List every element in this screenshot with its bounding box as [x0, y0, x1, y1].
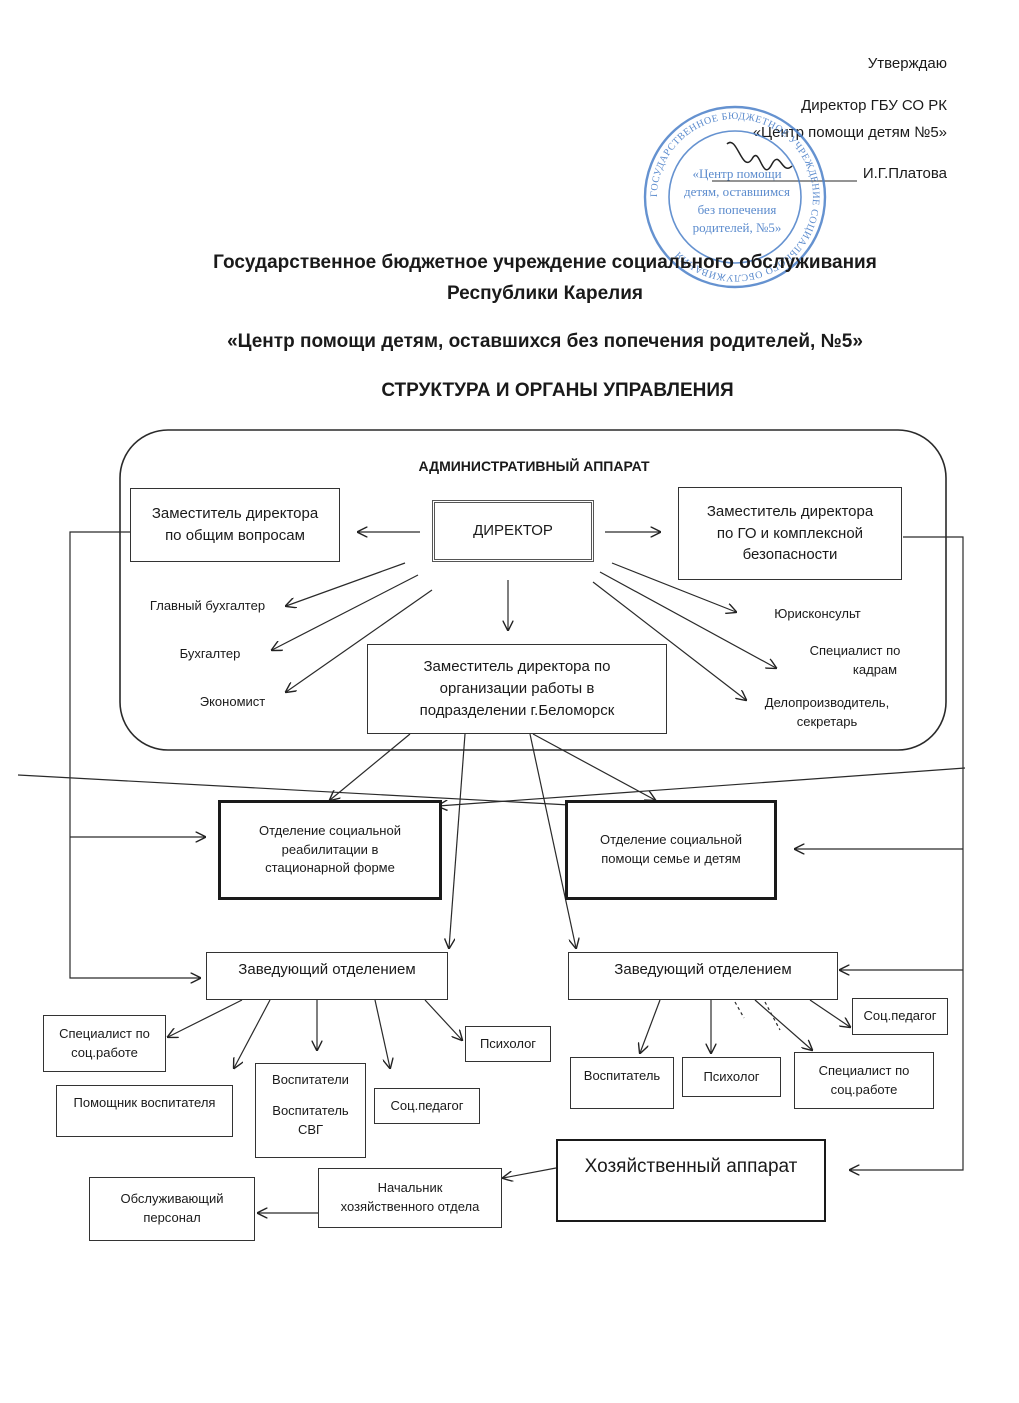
right-soc-pedagog-box: Соц.педагог: [852, 998, 948, 1035]
deputy-belomorsk-line-2: организации работы в: [439, 680, 595, 698]
signature-icon: [726, 141, 793, 171]
left-head-box: Заведующий отделением: [206, 952, 448, 1000]
economist-label: Экономист: [199, 694, 266, 709]
lawyer-label: Юрисконсульт: [774, 606, 861, 621]
deputy-safety-box: Заместитель директора по ГО и комплексно…: [678, 487, 902, 580]
left-social-worker-line-1: Специалист по: [59, 1025, 150, 1041]
household-apparatus-label: Хозяйственный аппарат: [584, 1156, 798, 1177]
left-social-worker-box: Специалист по соц.работе: [43, 1015, 166, 1072]
header-line-2: Республики Карелия: [446, 283, 643, 304]
right-educator-label: Воспитатель: [583, 1068, 661, 1083]
deputy-belomorsk-box: Заместитель директора по организации раб…: [367, 644, 667, 734]
deputy-safety-line-2: по ГО и комплексной: [716, 524, 864, 542]
seal-line-2: детям, оставшимся: [684, 184, 790, 199]
seal-line-1: «Центр помощи: [692, 166, 781, 181]
educators-line-1: Воспитатели: [272, 1072, 349, 1087]
assistant-label: Помощник воспитателя: [73, 1095, 216, 1110]
approval-label: Утверждаю: [867, 55, 947, 72]
page-title: СТРУКТУРА И ОРГАНЫ УПРАВЛЕНИЯ: [381, 380, 734, 401]
right-social-worker-box: Специалист по соц.работе: [794, 1052, 934, 1109]
accountant-label: Бухгалтер: [179, 646, 241, 661]
dept-rehab-line-3: стационарной форме: [265, 860, 395, 876]
household-chief-line-2: хозяйственного отдела: [340, 1199, 480, 1214]
clerk-line-1: Делопроизводитель,: [764, 695, 890, 710]
seal-line-4: родителей, №5»: [693, 220, 782, 235]
service-staff-line-2: персонал: [143, 1210, 201, 1225]
household-apparatus-box: Хозяйственный аппарат: [556, 1139, 826, 1222]
household-chief-box: Начальник хозяйственного отдела: [318, 1168, 502, 1228]
dept-family-line-2: помощи семье и детям: [601, 851, 741, 866]
hr-line-2: кадрам: [852, 661, 898, 677]
approval-signer: И.Г.Платова: [862, 165, 947, 182]
header-line-3: «Центр помощи детям, оставшихся без попе…: [227, 331, 863, 352]
left-psychologist-label: Психолог: [479, 1035, 537, 1051]
right-head-label: Заведующий отделением: [614, 961, 792, 978]
educators-box: Воспитатели Воспитатель СВГ: [255, 1063, 366, 1158]
hr-label: Специалист по кадрам: [790, 642, 920, 680]
assistant-box: Помощник воспитателя: [56, 1085, 233, 1137]
seal-line-3: без попечения: [698, 202, 777, 217]
deputy-safety-line-1: Заместитель директора: [706, 502, 874, 520]
service-staff-line-1: Обслуживающий: [120, 1191, 224, 1207]
admin-group-label: АДМИНИСТРАТИВНЫЙ АППАРАТ: [418, 458, 650, 474]
chief-accountant-label: Главный бухгалтер: [149, 598, 266, 613]
approval-position: Директор ГБУ СО РК: [801, 97, 947, 114]
left-soc-pedagog-box: Соц.педагог: [374, 1088, 480, 1124]
left-soc-pedagog-label: Соц.педагог: [390, 1097, 464, 1113]
right-psychologist-label: Психолог: [703, 1068, 760, 1084]
header-line-1: Государственное бюджетное учреждение соц…: [213, 252, 877, 273]
service-staff-box: Обслуживающий персонал: [89, 1177, 255, 1241]
director-box: ДИРЕКТОР: [432, 500, 594, 562]
director-label: ДИРЕКТОР: [473, 522, 553, 540]
official-seal: ГОСУДАРСТВЕННОЕ БЮДЖЕТНОЕ УЧРЕЖДЕНИЕ СОЦ…: [643, 105, 827, 289]
dept-family-box: Отделение социальной помощи семье и детя…: [565, 800, 777, 900]
deputy-belomorsk-line-3: подразделении г.Беломорск: [419, 701, 615, 719]
left-social-worker-line-2: соц.работе: [71, 1044, 138, 1060]
educators-line-2: Воспитатель: [272, 1102, 349, 1118]
deputy-safety-line-3: безопасности: [742, 546, 838, 564]
educators-line-3: СВГ: [297, 1121, 324, 1137]
clerk-line-2: секретарь: [796, 713, 858, 729]
deputy-general-line-1: Заместитель директора: [151, 505, 319, 523]
right-psychologist-box: Психолог: [682, 1057, 781, 1097]
dept-rehab-line-2: реабилитации в: [281, 841, 379, 857]
hr-line-1: Специалист по: [809, 643, 901, 658]
right-social-worker-line-2: соц.работе: [830, 1081, 898, 1097]
right-head-box: Заведующий отделением: [568, 952, 838, 1000]
clerk-label: Делопроизводитель, секретарь: [752, 694, 902, 732]
deputy-belomorsk-line-1: Заместитель директора по: [423, 658, 611, 676]
left-psychologist-box: Психолог: [465, 1026, 551, 1062]
right-educator-box: Воспитатель: [570, 1057, 674, 1109]
deputy-general-line-2: по общим вопросам: [165, 527, 305, 544]
left-head-label: Заведующий отделением: [238, 961, 416, 978]
dept-family-line-1: Отделение социальной: [600, 832, 742, 848]
right-soc-pedagog-label: Соц.педагог: [863, 1008, 937, 1024]
deputy-general-box: Заместитель директора по общим вопросам: [130, 488, 340, 562]
right-social-worker-line-1: Специалист по: [818, 1062, 910, 1078]
dept-rehab-box: Отделение социальной реабилитации в стац…: [218, 800, 442, 900]
dept-rehab-line-1: Отделение социальной: [259, 822, 401, 838]
household-chief-line-1: Начальник: [377, 1180, 443, 1196]
